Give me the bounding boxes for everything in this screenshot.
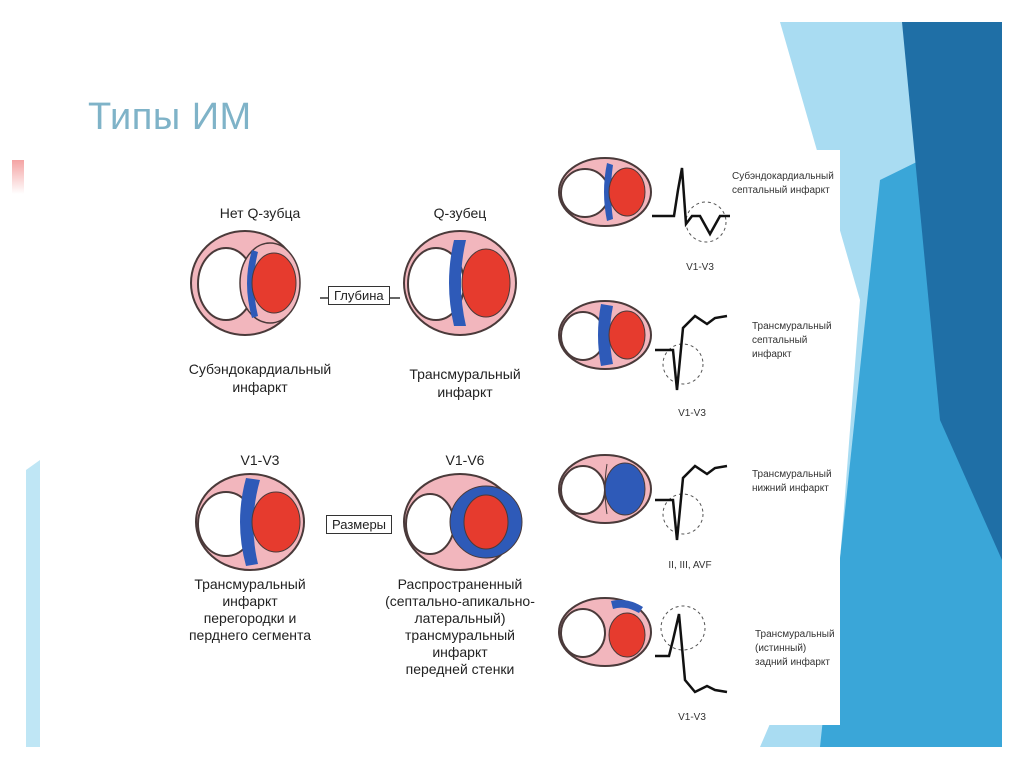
caption-extensive-6: передней стенки bbox=[405, 661, 515, 677]
infarct-zone bbox=[240, 478, 260, 566]
relation-line bbox=[320, 297, 400, 299]
infarct-zone bbox=[611, 599, 643, 613]
heart-cross-section bbox=[403, 230, 517, 336]
caption-transmural-2: инфаркт bbox=[437, 384, 493, 400]
bg-dark-blue-shape bbox=[902, 22, 1002, 560]
heart-small-2 bbox=[558, 300, 652, 370]
caption-no-q-wave: Нет Q-зубца bbox=[219, 205, 301, 221]
heart-cross-section bbox=[403, 473, 523, 571]
heart-small-4 bbox=[558, 597, 652, 667]
heart-cross-section bbox=[190, 230, 301, 336]
infarct-zone bbox=[598, 304, 613, 366]
relation-depth: Глубина bbox=[328, 286, 390, 305]
caption-extensive-2: (септально-апикально- bbox=[385, 593, 535, 609]
caption-transmural-1: Трансмуральный bbox=[409, 366, 521, 382]
caption-septal-3: перегородки и bbox=[203, 610, 297, 626]
caption-q-wave: Q-зубец bbox=[433, 205, 487, 221]
caption-leads-v1-v3: V1-V3 bbox=[240, 452, 280, 468]
heart-cross-section bbox=[195, 473, 305, 571]
caption-septal-4: перднего сегмента bbox=[188, 627, 312, 643]
label-row4-3: задний инфаркт bbox=[755, 657, 830, 668]
label-row4-1: Трансмуральный bbox=[755, 629, 835, 640]
label-row2-1: Трансмуральный bbox=[752, 321, 832, 332]
ecg-leads-1: V1-V3 bbox=[686, 262, 714, 273]
caption-extensive-4: трансмуральный bbox=[405, 627, 515, 643]
ecg-leads-4: V1-V3 bbox=[678, 712, 706, 723]
bg-light-stripe bbox=[26, 460, 40, 747]
heart-subendocardial bbox=[190, 230, 301, 336]
label-row3-1: Трансмуральный bbox=[752, 469, 832, 480]
ecg-trace-1 bbox=[652, 167, 730, 243]
caption-extensive-1: Распространенный bbox=[397, 576, 523, 592]
label-row1-2: септальный инфаркт bbox=[732, 185, 830, 196]
label-row1-1: Субэндокардиальный bbox=[732, 171, 834, 182]
infarct-zone bbox=[604, 462, 646, 516]
heart-extensive-anterior bbox=[403, 473, 523, 571]
heart-small-1 bbox=[558, 157, 652, 227]
heart-small-3 bbox=[558, 454, 652, 524]
ecg-leads-2: V1-V3 bbox=[678, 408, 706, 419]
label-row2-2: септальный bbox=[752, 335, 808, 346]
caption-extensive-5: инфаркт bbox=[432, 644, 488, 660]
caption-subendocardial-1: Субэндокардиальный bbox=[188, 361, 332, 377]
relation-size: Размеры bbox=[326, 515, 393, 534]
caption-septal-2: инфаркт bbox=[222, 593, 278, 609]
slide-title: Типы ИМ bbox=[88, 96, 252, 138]
caption-septal-1: Трансмуральный bbox=[194, 576, 306, 592]
heart-transmural bbox=[403, 230, 517, 336]
ecg-trace-4 bbox=[655, 605, 728, 694]
heart-septal-anterior bbox=[195, 473, 305, 571]
ecg-trace-3 bbox=[655, 464, 728, 541]
label-row2-3: инфаркт bbox=[752, 349, 792, 360]
ecg-leads-3: II, III, AVF bbox=[668, 560, 712, 571]
caption-leads-v1-v6: V1-V6 bbox=[445, 452, 485, 468]
ecg-trace-2 bbox=[655, 314, 728, 391]
caption-subendocardial-2: инфаркт bbox=[232, 379, 288, 395]
infarct-zone bbox=[449, 240, 466, 326]
accent-bar bbox=[12, 160, 24, 194]
label-row3-2: нижний инфаркт bbox=[752, 483, 829, 494]
caption-extensive-3: латеральный) bbox=[414, 610, 506, 626]
label-row4-2: (истинный) bbox=[755, 643, 807, 654]
